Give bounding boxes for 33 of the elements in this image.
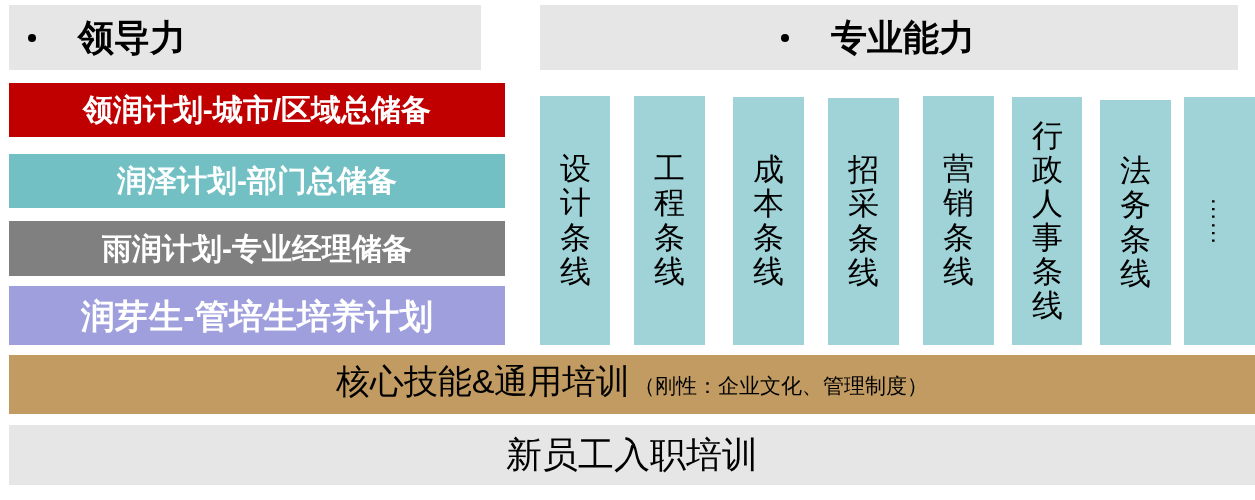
section-header bbox=[9, 5, 481, 70]
track-column bbox=[923, 96, 994, 345]
track-column bbox=[1184, 97, 1255, 345]
track-column bbox=[733, 97, 804, 345]
track-column bbox=[540, 96, 610, 345]
training-bar bbox=[9, 425, 1255, 485]
header-title: 领导力 bbox=[78, 19, 186, 56]
header-title: 专业能力 bbox=[831, 19, 975, 56]
program-label: 领润计划-城市/区域总储备 bbox=[82, 95, 432, 125]
program-bar bbox=[9, 83, 505, 137]
program-bar bbox=[9, 286, 505, 345]
column-label: 营销条线 bbox=[943, 152, 974, 289]
column-label: 成本条线 bbox=[753, 152, 784, 290]
track-column bbox=[1100, 100, 1171, 345]
training-note: （刚性：企业文化、管理制度） bbox=[634, 375, 929, 396]
column-label: 法务条线 bbox=[1120, 154, 1151, 291]
track-column bbox=[634, 96, 705, 345]
program-bar bbox=[9, 154, 505, 208]
column-label: 招采条线 bbox=[848, 153, 879, 290]
column-label: 设计条线 bbox=[559, 152, 591, 289]
program-label: 雨润计划-专业经理储备 bbox=[102, 233, 412, 264]
program-bar bbox=[9, 221, 505, 276]
program-label: 润泽计划-部门总储备 bbox=[117, 166, 397, 196]
ellipsis-label: …… bbox=[1207, 197, 1232, 245]
program-label: 润芽生-管培生培养计划 bbox=[81, 298, 433, 333]
track-column bbox=[828, 98, 899, 345]
column-label: 行政人事条线 bbox=[1031, 118, 1063, 324]
training-label: 新员工入职培训 bbox=[506, 437, 758, 473]
track-column bbox=[1012, 97, 1082, 345]
training-bar bbox=[9, 355, 1255, 414]
training-label: 核心技能&通用培训 bbox=[335, 364, 631, 398]
column-label: 工程条线 bbox=[654, 152, 685, 289]
section-header bbox=[540, 5, 1238, 70]
